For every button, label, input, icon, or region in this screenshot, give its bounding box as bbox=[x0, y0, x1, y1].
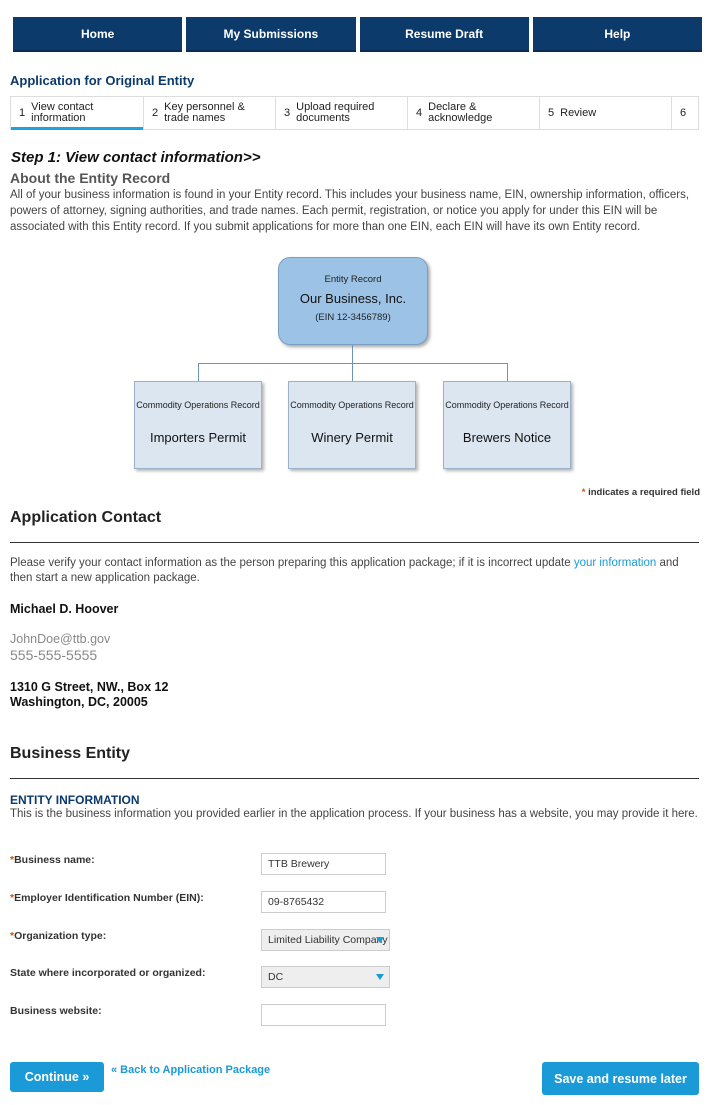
label-text: Business name: bbox=[14, 854, 95, 866]
required-star: * bbox=[581, 487, 586, 498]
your-information-link[interactable]: your information bbox=[573, 557, 657, 569]
step-number: 6 bbox=[680, 106, 687, 119]
step-label: Declare & acknowledge bbox=[428, 101, 493, 124]
commodity-record-label: Commodity Operations Record bbox=[136, 400, 260, 410]
divider bbox=[10, 542, 699, 543]
connector-line bbox=[198, 363, 199, 381]
continue-button[interactable]: Continue » bbox=[10, 1062, 104, 1092]
entity-record-ein: (EIN 12-3456789) bbox=[315, 312, 391, 323]
connector-line bbox=[352, 363, 353, 381]
contact-email: JohnDoe@ttb.gov bbox=[10, 632, 111, 646]
step-2[interactable]: 2 Key personnel & trade names bbox=[144, 97, 276, 129]
nav-my-submissions[interactable]: My Submissions bbox=[186, 17, 356, 52]
step-5[interactable]: 5 Review bbox=[540, 97, 672, 129]
entity-diagram: Entity Record Our Business, Inc. (EIN 12… bbox=[0, 257, 710, 472]
step-number: 2 bbox=[152, 106, 159, 119]
divider bbox=[10, 778, 699, 779]
connector-line bbox=[352, 345, 353, 363]
step-heading: Step 1: View contact information>> bbox=[11, 149, 261, 166]
step-1[interactable]: 1 View contact information bbox=[11, 97, 144, 130]
step-number: 4 bbox=[416, 106, 423, 119]
business-name-field[interactable]: TTB Brewery bbox=[261, 853, 386, 875]
chevron-down-icon bbox=[376, 937, 384, 943]
step-6[interactable]: 6 bbox=[672, 97, 698, 129]
back-to-application-package-link[interactable]: « Back to Application Package bbox=[111, 1064, 271, 1076]
step-label: View contact information bbox=[31, 101, 94, 124]
label-text: Organization type: bbox=[14, 930, 107, 942]
step-label: Key personnel & trade names bbox=[164, 101, 245, 124]
chevron-down-icon bbox=[376, 974, 384, 980]
top-nav: Home My Submissions Resume Draft Help bbox=[13, 17, 702, 52]
step-number: 1 bbox=[19, 106, 26, 119]
contact-phone: 555-555-5555 bbox=[10, 647, 98, 663]
page-title: Application for Original Entity bbox=[10, 73, 195, 88]
commodity-record-label: Commodity Operations Record bbox=[445, 400, 569, 410]
verify-text-pre: Please verify your contact information a… bbox=[10, 557, 574, 569]
entity-record-name: Our Business, Inc. bbox=[299, 291, 407, 306]
commodity-record-box: Commodity Operations Record Winery Permi… bbox=[288, 381, 416, 469]
stepper: 1 View contact information 2 Key personn… bbox=[10, 96, 699, 130]
connector-line bbox=[507, 363, 508, 381]
nav-help[interactable]: Help bbox=[532, 17, 702, 52]
about-heading: About the Entity Record bbox=[10, 170, 171, 186]
nav-home[interactable]: Home bbox=[13, 17, 183, 52]
application-contact-title: Application Contact bbox=[10, 509, 162, 526]
commodity-record-name: Brewers Notice bbox=[462, 430, 552, 445]
save-and-resume-later-button[interactable]: Save and resume later bbox=[542, 1062, 699, 1095]
org-type-label: *Organization type: bbox=[10, 930, 106, 942]
about-text: All of your business information is foun… bbox=[10, 189, 690, 233]
business-entity-title: Business Entity bbox=[10, 745, 131, 762]
contact-name: Michael D. Hoover bbox=[10, 602, 119, 616]
step-3[interactable]: 3 Upload required documents bbox=[276, 97, 408, 129]
required-star: * bbox=[10, 892, 15, 904]
label-text: Employer Identification Number (EIN): bbox=[14, 892, 204, 904]
commodity-record-box: Commodity Operations Record Brewers Noti… bbox=[443, 381, 571, 469]
step-number: 3 bbox=[284, 106, 291, 119]
ein-field[interactable]: 09-8765432 bbox=[261, 891, 386, 913]
org-type-value: Limited Liability Company bbox=[268, 934, 388, 946]
commodity-record-label: Commodity Operations Record bbox=[290, 400, 414, 410]
verify-text-post: and then start a new application package… bbox=[10, 557, 679, 584]
contact-address-line2: Washington, DC, 20005 bbox=[10, 695, 148, 709]
entity-info-text: This is the business information you pro… bbox=[10, 808, 698, 820]
state-value: DC bbox=[268, 971, 284, 983]
entity-info-title: ENTITY INFORMATION bbox=[10, 793, 140, 807]
website-label: Business website: bbox=[10, 1005, 102, 1017]
state-select[interactable]: DC bbox=[261, 966, 390, 988]
required-star: * bbox=[10, 854, 15, 866]
commodity-record-name: Importers Permit bbox=[149, 430, 247, 445]
nav-resume-draft[interactable]: Resume Draft bbox=[359, 17, 529, 52]
entity-record-box: Entity Record Our Business, Inc. (EIN 12… bbox=[278, 257, 428, 345]
contact-address-line1: 1310 G Street, NW., Box 12 bbox=[10, 680, 169, 694]
commodity-record-name: Winery Permit bbox=[311, 430, 393, 445]
connector-line bbox=[198, 363, 508, 364]
step-label: Upload required documents bbox=[296, 101, 375, 124]
step-4[interactable]: 4 Declare & acknowledge bbox=[408, 97, 540, 129]
state-label: State where incorporated or organized: bbox=[10, 967, 206, 979]
required-field-note: * indicates a required field bbox=[582, 487, 700, 498]
commodity-record-box: Commodity Operations Record Importers Pe… bbox=[134, 381, 262, 469]
entity-record-label: Entity Record bbox=[324, 274, 382, 285]
website-field[interactable] bbox=[261, 1004, 386, 1026]
step-number: 5 bbox=[548, 106, 555, 119]
org-type-select[interactable]: Limited Liability Company bbox=[261, 929, 390, 951]
ein-label: *Employer Identification Number (EIN): bbox=[10, 892, 204, 904]
step-label: Review bbox=[560, 106, 597, 119]
required-star: * bbox=[10, 930, 15, 942]
required-note-text: indicates a required field bbox=[585, 487, 700, 498]
verify-text: Please verify your contact information a… bbox=[10, 556, 700, 586]
business-name-label: *Business name: bbox=[10, 854, 95, 866]
